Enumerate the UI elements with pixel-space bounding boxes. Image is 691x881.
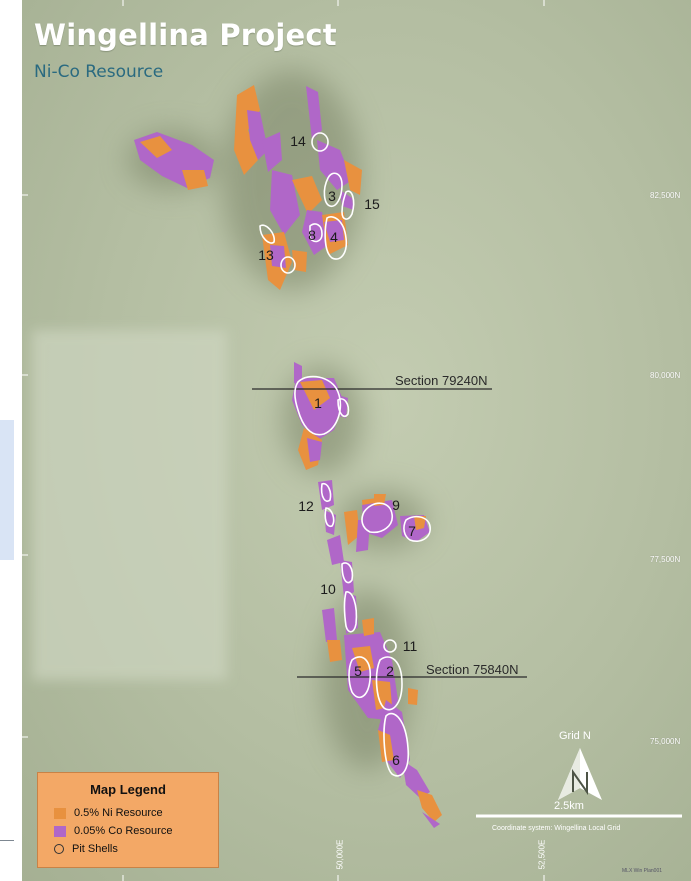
legend-title: Map Legend [90,782,166,797]
deposit-northwest [134,132,214,190]
plan-reference: MLX Win Plan001 [622,868,663,874]
pit-label: 12 [298,498,314,514]
strip-cell [0,420,14,561]
map-title: Wingellina Project [34,18,337,52]
north-arrow-icon [558,748,602,800]
co-swatch-icon [54,825,66,837]
pit-label: 9 [392,497,400,513]
coordinate-system-note: Coordinate system: Wingellina Local Grid [492,825,621,832]
deposit-east [362,494,430,542]
pit-label: 11 [402,638,418,654]
grid-north-label: Grid N [559,730,591,742]
blurred-overlay [32,330,227,680]
section-label-75840n: Section 75840N [426,662,519,677]
easting-label: 50,000E [335,839,345,870]
scale-bar-label: 2.5km [554,800,584,812]
section-label-79240n: Section 79240N [395,373,488,388]
grid-ticks [22,0,545,881]
map-legend: Map Legend 0.5% Ni Resource 0.05% Co Res… [37,772,219,868]
pit-label: 6 [392,752,400,768]
left-table-strip [0,0,23,881]
northing-label: 75,000N [650,737,681,746]
pit-label: 5 [354,663,362,679]
northing-label: 77,500N [650,555,681,564]
pit-label: 3 [328,188,336,204]
pit-label: 13 [258,247,274,263]
legend-item-co: 0.05% Co Resource [54,824,172,838]
strip-cell [0,656,14,741]
map-subtitle: Ni-Co Resource [34,62,164,82]
legend-item-ni: 0.5% Ni Resource [54,806,163,820]
strip-cell [0,0,14,421]
pit-label: 14 [290,133,306,149]
northing-label: 82,500N [650,191,681,200]
strip-cell [0,560,14,657]
map-canvas [22,0,682,881]
pit-label: 2 [386,663,394,679]
easting-label: 52,500E [537,839,547,870]
ni-swatch-icon [54,807,66,819]
northing-label: 80,000N [650,371,681,380]
pit-shells [259,132,431,777]
legend-label: Pit Shells [72,843,118,855]
pit-shell-icon [54,844,64,854]
pit-label: 10 [320,581,336,597]
pit-label: 4 [330,229,338,245]
legend-label: 0.5% Ni Resource [74,807,163,819]
pit-label: 7 [408,523,416,539]
pit-label: 15 [364,196,380,212]
pit-label: 8 [308,227,316,243]
strip-cell [0,740,14,841]
resource-map: Wingellina Project Ni-Co Resource 14 3 1… [22,0,691,881]
legend-item-pit-shells: Pit Shells [54,842,118,856]
legend-label: 0.05% Co Resource [74,825,173,837]
pit-label: 1 [314,395,322,411]
